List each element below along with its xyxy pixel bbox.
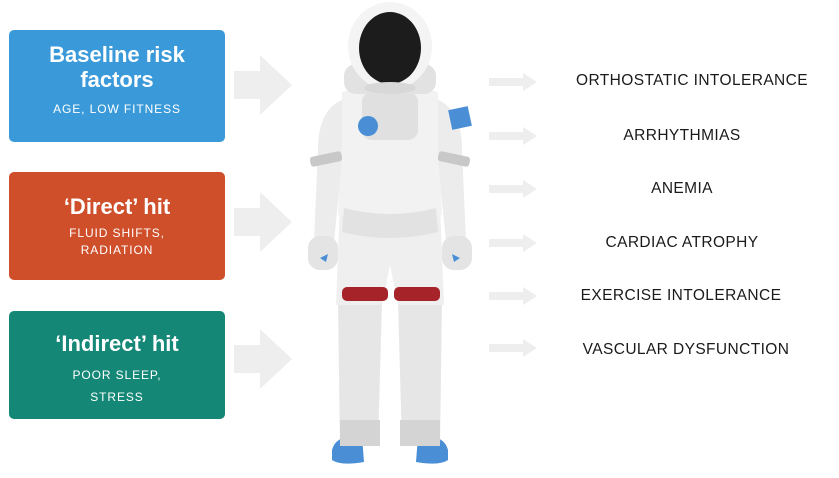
indirect-hit-subtitle-line2: STRESS <box>9 386 225 408</box>
direct-hit-subtitle-line2: RADIATION <box>9 242 225 259</box>
outcome-exercise-intolerance: EXERCISE INTOLERANCE <box>516 287 839 305</box>
right-arrow-icon <box>234 329 294 389</box>
indirect-hit-title: ‘Indirect’ hit <box>9 331 225 356</box>
baseline-risk-factors-title: Baseline risk factors <box>42 42 192 92</box>
baseline-risk-factors-box: Baseline risk factors AGE, LOW FITNESS <box>9 30 225 142</box>
right-arrow-icon <box>234 192 294 252</box>
outcome-vascular-dysfunction: VASCULAR DYSFUNCTION <box>521 341 839 359</box>
outcome-anemia: ANEMIA <box>517 180 839 198</box>
astronaut-illustration <box>290 0 490 478</box>
outcome-cardiac-atrophy: CARDIAC ATROPHY <box>517 234 839 252</box>
right-arrow-icon <box>234 55 294 115</box>
outcome-arrhythmias: ARRHYTHMIAS <box>517 127 839 145</box>
indirect-hit-box: ‘Indirect’ hit POOR SLEEP, STRESS <box>9 311 225 419</box>
outcome-orthostatic-intolerance: ORTHOSTATIC INTOLERANCE <box>527 72 839 90</box>
indirect-hit-subtitle-line1: POOR SLEEP, <box>9 364 225 386</box>
baseline-risk-factors-subtitle: AGE, LOW FITNESS <box>9 100 225 119</box>
direct-hit-box: ‘Direct’ hit FLUID SHIFTS, RADIATION <box>9 172 225 280</box>
direct-hit-title: ‘Direct’ hit <box>9 194 225 219</box>
direct-hit-subtitle-line1: FLUID SHIFTS, <box>9 225 225 242</box>
